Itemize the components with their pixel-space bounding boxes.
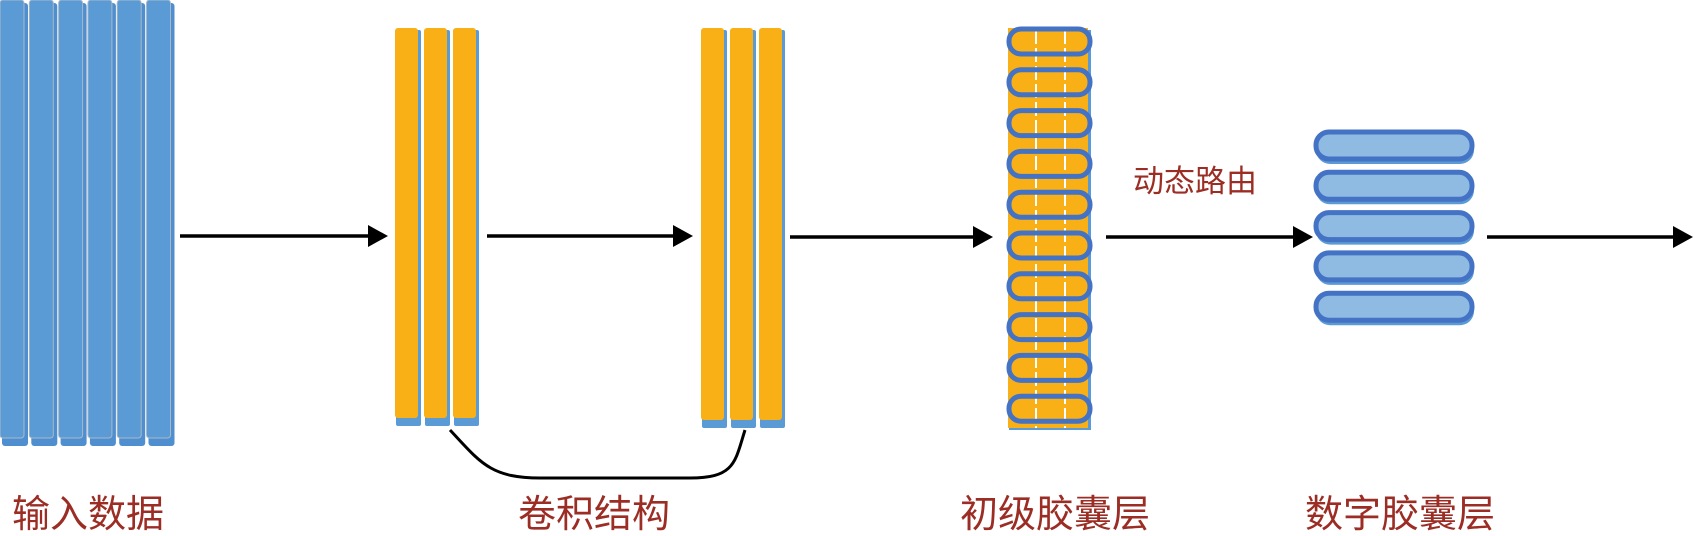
digit-capsule-label: 数字胶囊层 bbox=[1305, 492, 1496, 536]
input-map bbox=[116, 0, 142, 439]
digit-capsule bbox=[1313, 290, 1475, 323]
conv-block-2 bbox=[701, 28, 785, 428]
input-map bbox=[0, 0, 25, 439]
conv-map bbox=[453, 28, 476, 418]
flow-arrows bbox=[180, 225, 1693, 248]
input-map bbox=[146, 0, 171, 439]
input-map bbox=[58, 0, 84, 439]
digit-capsule bbox=[1313, 250, 1475, 283]
dynamic-routing-label: 动态路由 bbox=[1133, 164, 1257, 200]
input-data-label: 输入数据 bbox=[12, 492, 165, 536]
arrow-head-icon bbox=[673, 225, 693, 247]
conv-map bbox=[701, 28, 724, 420]
primary-capsule-label: 初级胶囊层 bbox=[960, 492, 1151, 536]
primary-capsule bbox=[1006, 189, 1093, 220]
digit-capsule bbox=[1313, 129, 1475, 162]
input-map bbox=[87, 0, 113, 439]
primary-capsule bbox=[1006, 230, 1093, 261]
primary-capsule bbox=[1006, 312, 1093, 343]
primary-capsule bbox=[1006, 271, 1093, 302]
primary-capsule-layer bbox=[1006, 26, 1093, 430]
conv-block-1 bbox=[395, 28, 479, 426]
primary-capsule bbox=[1006, 393, 1093, 424]
digit-capsule-layer bbox=[1313, 129, 1475, 326]
digit-capsule bbox=[1313, 210, 1475, 243]
conv-map bbox=[759, 28, 782, 420]
arrow-head-icon bbox=[1673, 226, 1693, 248]
input-map bbox=[28, 0, 54, 439]
conv-map bbox=[730, 28, 753, 420]
conv-structure-label: 卷积结构 bbox=[518, 492, 671, 536]
arrow-head-icon bbox=[368, 225, 388, 247]
primary-capsule bbox=[1006, 108, 1093, 139]
primary-capsule bbox=[1006, 148, 1093, 179]
conv-map bbox=[395, 28, 418, 418]
arrow-head-icon bbox=[973, 226, 993, 248]
primary-column bbox=[1008, 28, 1088, 428]
conv-map bbox=[424, 28, 447, 418]
arrow-head-icon bbox=[1293, 226, 1313, 248]
skip-connection-curve bbox=[448, 428, 747, 480]
primary-capsule bbox=[1006, 67, 1093, 98]
digit-capsule bbox=[1313, 169, 1475, 202]
input-feature-maps bbox=[0, 0, 175, 446]
primary-capsule bbox=[1006, 352, 1093, 383]
primary-capsule bbox=[1006, 26, 1093, 57]
